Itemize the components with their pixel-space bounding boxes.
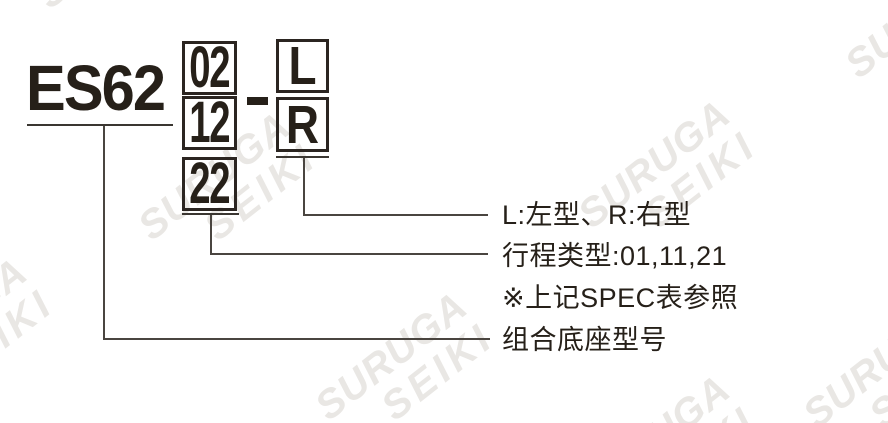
model-prefix-text: ES62 — [26, 52, 166, 124]
direction-underline — [276, 156, 329, 158]
stroke-option-box-02: 02 — [182, 35, 237, 100]
direction-option-box-R: R — [276, 97, 329, 152]
connector-stroke-vertical — [210, 215, 212, 255]
stroke-option-12-text: 12 — [189, 90, 231, 155]
direction-option-L-text: L — [288, 36, 317, 96]
stroke-option-box-12: 12 — [182, 90, 237, 155]
direction-option-box-L: L — [276, 39, 329, 93]
stroke-option-02-text: 02 — [189, 35, 231, 100]
connector-direction-horizontal — [303, 214, 488, 216]
prefix-underline — [27, 124, 173, 126]
label-stroke-note: ※上记SPEC表参照 — [502, 283, 739, 313]
connector-base-horizontal — [103, 338, 490, 340]
stroke-option-22-text: 22 — [189, 151, 231, 216]
stroke-underline — [182, 213, 239, 215]
label-base-model: 组合底座型号 — [502, 325, 667, 355]
stroke-option-box-22: 22 — [182, 151, 237, 216]
direction-option-R-text: R — [285, 94, 320, 155]
hyphen-separator — [247, 97, 268, 105]
connector-direction-vertical — [303, 158, 305, 216]
label-direction: L:左型、R:右型 — [502, 200, 692, 230]
connector-base-vertical — [103, 126, 105, 340]
connector-stroke-horizontal — [210, 253, 488, 255]
label-stroke-type: 行程类型:01,11,21 — [502, 241, 728, 271]
